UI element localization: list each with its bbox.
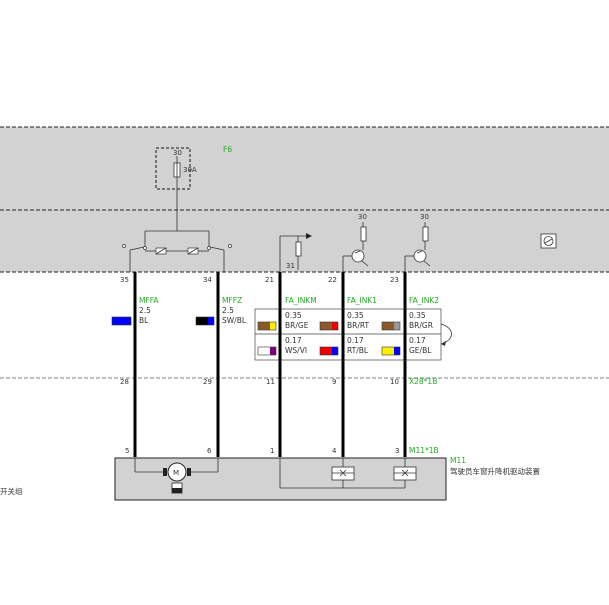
fuse-pin: 30	[173, 149, 182, 157]
ground-icon	[540, 233, 557, 249]
top-pin-35: 35	[120, 276, 129, 284]
top-pin-23: 23	[390, 276, 399, 284]
module-hall-sensors-icon	[279, 458, 417, 489]
x28-pin-9: 9	[332, 378, 336, 386]
inkm-row2-color: WS/VI	[285, 346, 307, 355]
x28-pin-11: 11	[266, 378, 275, 386]
ink2-row2-size: 0.17	[409, 336, 426, 345]
ink2-row1-swatch	[381, 321, 401, 331]
ink1-row2-swatch	[319, 346, 339, 356]
signal-name-fa-ink1: FA_INK1	[347, 296, 377, 305]
module-box	[114, 457, 447, 501]
wire-mffa-size: 2.5	[139, 306, 151, 315]
module-description: 驾驶员车窗升降机驱动装置	[450, 466, 540, 476]
inkm-row1-color: BR/GE	[285, 321, 309, 330]
fuse-rating: 30A	[183, 166, 197, 174]
fuse-label: F6	[223, 145, 232, 154]
power-distribution-band	[0, 127, 609, 210]
ink2-row2-color: GE/BL	[409, 346, 432, 355]
sensor-output-icon	[279, 233, 312, 272]
m11-pin-4: 4	[332, 447, 337, 455]
x28-pin-28: 28	[120, 378, 129, 386]
module-code: M11	[450, 456, 466, 465]
inkm-row1-swatch	[257, 321, 277, 331]
signal-table	[254, 308, 442, 361]
wire-mffa-color: BL	[139, 316, 149, 325]
hall-sensor-2-icon	[404, 222, 431, 272]
sensor-2-supply-pin: 30	[420, 213, 429, 221]
top-pin-21: 21	[265, 276, 274, 284]
x28-pin-29: 29	[203, 378, 212, 386]
motor-icon: M	[134, 458, 219, 494]
ink2-row1-size: 0.35	[409, 311, 426, 320]
ink1-row1-color: BR/RT	[347, 321, 370, 330]
ink2-row2-swatch	[381, 346, 401, 356]
sensor-1-supply-pin: 30	[358, 213, 367, 221]
m11-pin-3: 3	[395, 447, 399, 455]
ink1-row1-size: 0.35	[347, 311, 364, 320]
direction-switch-icon	[122, 230, 232, 272]
top-pin-34: 34	[203, 276, 212, 284]
fuse-box	[155, 147, 191, 190]
ink1-row1-swatch	[319, 321, 339, 331]
signal-name-fa-inkm: FA_INKM	[285, 296, 317, 305]
signal-name-fa-ink2: FA_INK2	[409, 296, 439, 305]
left-label-fragment: 开关组	[0, 486, 23, 496]
wire-mffz-swatch	[195, 316, 215, 326]
hall-sensor-1-icon	[342, 222, 369, 272]
x28-label: X28*1B	[409, 377, 437, 386]
control-unit-band	[0, 210, 609, 272]
inkm-row2-size: 0.17	[285, 336, 302, 345]
m11-label: M11*1B	[409, 446, 439, 455]
m11-pin-6: 6	[207, 447, 212, 455]
ink1-row2-size: 0.17	[347, 336, 364, 345]
inkm-row1-size: 0.35	[285, 311, 302, 320]
wire-mffz-size: 2.5	[222, 306, 234, 315]
m11-pin-1: 1	[270, 447, 274, 455]
ink2-row1-color: BR/GR	[409, 321, 433, 330]
inkm-row2-swatch	[257, 346, 277, 356]
wire-mffa-name: MFFA	[139, 296, 159, 305]
wire-mffz-color: SW/BL	[222, 316, 247, 325]
svg-text:M: M	[173, 469, 179, 477]
top-pin-22: 22	[328, 276, 337, 284]
x28-pin-10: 10	[390, 378, 399, 386]
wire-mffa-swatch	[111, 316, 132, 326]
wire-mffz-name: MFFZ	[222, 296, 242, 305]
twisted-pair-icon	[440, 323, 452, 345]
ink1-row2-color: RT/BL	[347, 346, 369, 355]
m11-pin-5: 5	[125, 447, 129, 455]
relay-pin: 31	[286, 262, 295, 270]
